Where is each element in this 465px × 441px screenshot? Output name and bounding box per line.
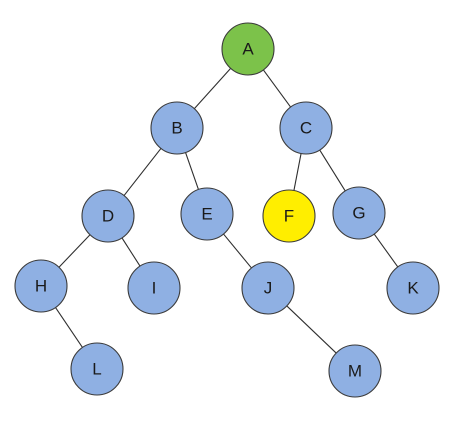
node-circle-m — [328, 344, 382, 398]
node-label-c: C — [300, 118, 312, 137]
node-g: G — [332, 186, 386, 240]
edge-a-b — [193, 67, 232, 110]
edge-g-k — [373, 233, 399, 268]
node-i: I — [127, 261, 181, 315]
node-j: J — [241, 261, 295, 315]
node-circle-g — [332, 186, 386, 240]
edge-h-l — [55, 307, 83, 348]
node-circle-f — [262, 189, 316, 243]
node-b: B — [150, 101, 204, 155]
node-c: C — [279, 101, 333, 155]
edge-c-f — [293, 153, 302, 191]
node-label-m: M — [348, 361, 362, 380]
node-label-l: L — [92, 359, 101, 378]
edge-d-i — [121, 237, 141, 267]
node-label-i: I — [152, 278, 157, 297]
node-m: M — [328, 344, 382, 398]
node-a: A — [221, 22, 275, 76]
node-circle-h — [14, 259, 68, 313]
nodes-layer: A B C D E F G H I J K L M — [14, 22, 440, 398]
edge-b-e — [185, 152, 199, 190]
node-label-g: G — [352, 203, 365, 222]
node-circle-l — [70, 342, 124, 396]
node-circle-a — [221, 22, 275, 76]
node-l: L — [70, 342, 124, 396]
edge-b-d — [123, 148, 162, 196]
node-label-a: A — [242, 39, 254, 58]
node-circle-i — [127, 261, 181, 315]
edge-a-c — [262, 69, 292, 108]
node-circle-k — [386, 261, 440, 315]
node-h: H — [14, 259, 68, 313]
edge-e-j — [223, 233, 252, 269]
node-e: E — [180, 187, 234, 241]
node-label-k: K — [407, 278, 419, 297]
edge-d-h — [58, 234, 91, 268]
node-circle-j — [241, 261, 295, 315]
node-circle-d — [81, 189, 135, 243]
node-label-j: J — [264, 278, 273, 297]
node-label-h: H — [35, 276, 47, 295]
node-label-d: D — [102, 206, 114, 225]
node-f: F — [262, 189, 316, 243]
edge-j-m — [286, 305, 337, 354]
node-circle-e — [180, 187, 234, 241]
edge-c-g — [319, 149, 346, 192]
node-d: D — [81, 189, 135, 243]
node-circle-c — [279, 101, 333, 155]
node-label-e: E — [201, 204, 212, 223]
node-label-f: F — [284, 206, 294, 225]
node-k: K — [386, 261, 440, 315]
edges-layer — [55, 67, 399, 354]
node-label-b: B — [171, 118, 182, 137]
node-circle-b — [150, 101, 204, 155]
